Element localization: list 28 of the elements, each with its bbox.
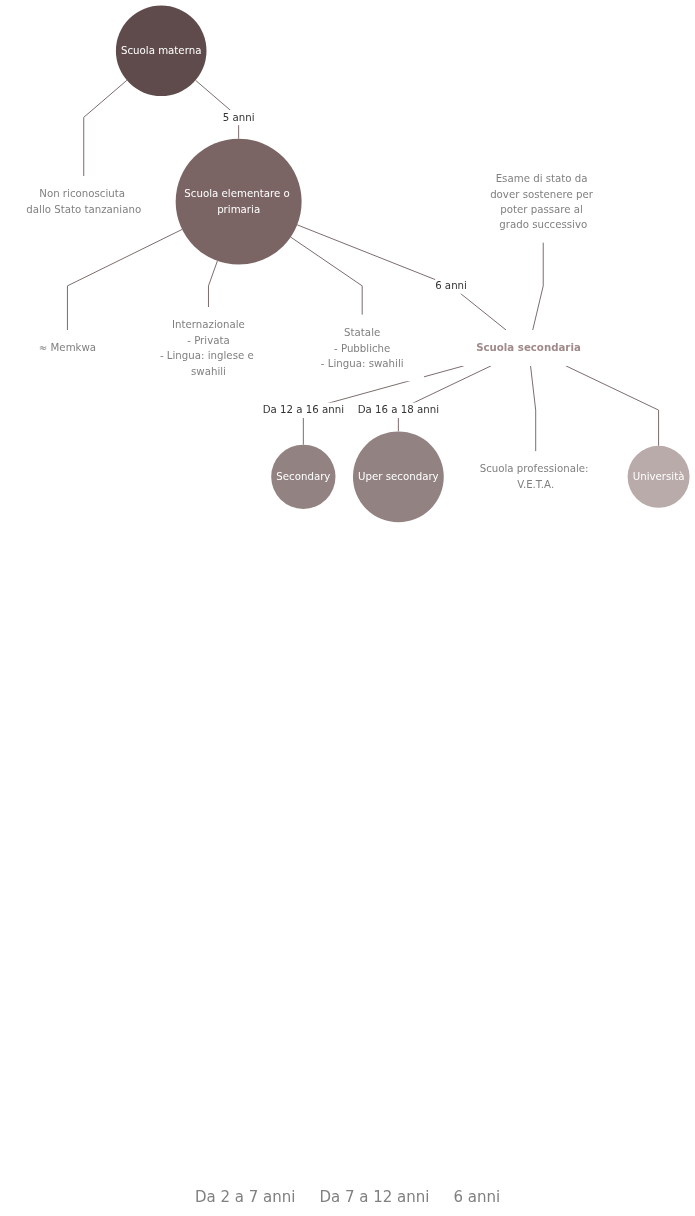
- edge-label: 5 anni: [222, 111, 255, 124]
- connector: [530, 365, 537, 452]
- connector: [208, 260, 218, 308]
- connector: [532, 242, 544, 331]
- note-text: 6 anni: [453, 1188, 501, 1206]
- edge-label: 6 anni: [435, 279, 467, 292]
- connector: [290, 236, 363, 316]
- note-text: Da 2 a 7 anni: [194, 1188, 296, 1206]
- edge-label: Da 12 a 16 anni: [262, 403, 345, 417]
- node-text: Scuola secondaria: [476, 341, 581, 354]
- node-circle: Scuola materna: [115, 5, 207, 97]
- connector: [83, 79, 128, 177]
- connector: [67, 228, 183, 331]
- node-circle: Uper secondary: [352, 431, 444, 523]
- node-circle: Università: [627, 445, 690, 508]
- node-text: Statale - Pubbliche - Lingua: swahili: [320, 326, 404, 370]
- edge-label: Da 16 a 18 anni: [357, 403, 440, 417]
- node-text: Non riconosciuta dallo Stato tanzaniano: [26, 187, 142, 216]
- connector: [296, 224, 507, 331]
- node-text: Internazionale - Privata - Lingua: inglese e swahili: [159, 318, 254, 377]
- node-circle: Secondary: [271, 444, 336, 509]
- connector: [565, 365, 660, 447]
- node-text: Scuola professionale: V.E.T.A.: [479, 462, 589, 491]
- node-circle: Scuola elementare o primaria: [175, 138, 302, 265]
- note-text: Da 7 a 12 anni: [319, 1188, 430, 1206]
- node-text: Esame di stato da dover sostenere per poter passare al grado successivo: [490, 172, 594, 231]
- node-text: ≈ Memkwa: [38, 341, 97, 354]
- connector: [302, 365, 465, 446]
